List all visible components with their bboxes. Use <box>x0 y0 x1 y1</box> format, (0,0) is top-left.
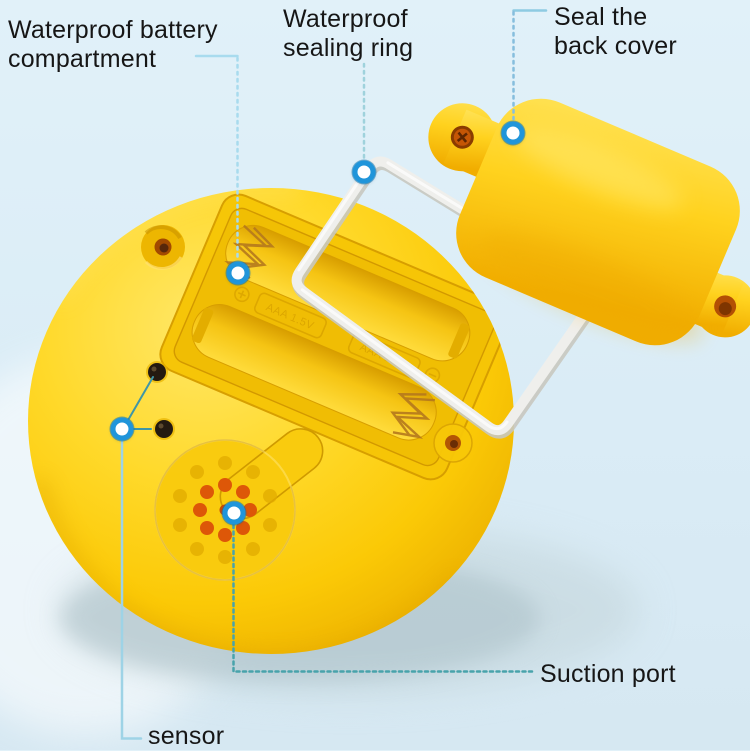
sensor-marker <box>110 417 134 441</box>
screw-boss <box>433 423 473 463</box>
sensor-label: sensor <box>148 722 225 750</box>
suction-port-callout-line <box>232 523 536 673</box>
screw-boss <box>141 225 185 270</box>
suction-port-marker <box>222 501 246 525</box>
sealing-ring-marker <box>352 160 376 184</box>
back-cover <box>428 98 750 346</box>
battery-slot <box>191 304 437 441</box>
suction-port-label: Suction port <box>540 660 676 688</box>
battery-compartment-marker <box>226 261 250 285</box>
suction-port-holes <box>193 478 257 542</box>
speaker-holes-outer <box>173 456 277 564</box>
battery-spring <box>390 393 435 439</box>
sensor-callout-line <box>120 439 143 740</box>
back-cover-label: Seal the back cover <box>554 3 677 60</box>
device-disc: AAA 1.5V AAA 1.5V <box>28 188 514 654</box>
sensor-connector-line <box>126 376 154 423</box>
battery-compartment-label: Waterproof battery compartment <box>8 16 218 73</box>
sealing-ring-label: Waterproof sealing ring <box>283 5 414 62</box>
callout-lines <box>120 9 548 740</box>
polarity-plus-icon <box>234 286 250 303</box>
cover-lug-hole <box>714 295 737 318</box>
cover-screw <box>450 125 474 149</box>
back-cover-marker <box>501 121 525 145</box>
